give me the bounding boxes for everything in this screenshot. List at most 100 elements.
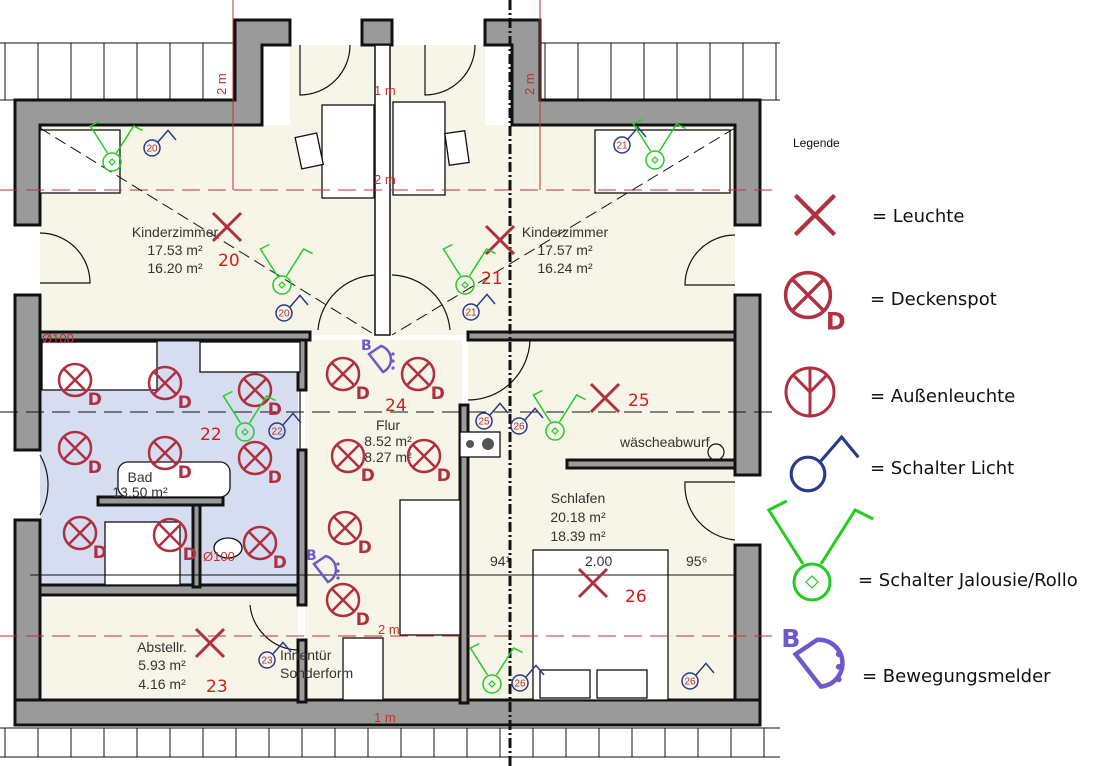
room-area: 5.93 m²	[138, 657, 186, 673]
switch-number: 25	[478, 417, 490, 428]
deckenspot-icon: D	[147, 365, 192, 413]
spot-letter: D	[268, 400, 282, 420]
switch-number: 20	[146, 144, 158, 155]
spot-letter: D	[88, 390, 102, 410]
room-kinderzimmer-right: Kinderzimmer 17.57 m² 16.24 m²	[522, 224, 609, 276]
pipe-label: Ø100	[203, 549, 235, 564]
schalter-licht-icon: 20	[275, 294, 309, 322]
dimension-label: 95⁶	[686, 553, 707, 569]
switch-number: 21	[616, 141, 628, 152]
schalter-jalousie-icon	[766, 499, 874, 602]
sonderform-label: Sonderform	[280, 665, 353, 681]
circuit-number: 23	[206, 677, 228, 697]
deckenspot-icon: D	[57, 430, 102, 478]
room-name: Abstellr.	[137, 639, 187, 655]
schalter-jalousie-icon	[532, 389, 586, 441]
schalter-licht-icon: 25	[475, 402, 509, 430]
leuchte-icon	[194, 627, 226, 659]
room-area: 8.52 m²	[364, 433, 412, 449]
room-schlafen: Schlafen 20.18 m² 18.39 m²	[550, 490, 606, 544]
dimension-label: 2 m	[374, 172, 396, 187]
schalter-licht-icon: 21	[462, 293, 496, 321]
room-name: Flur	[376, 417, 400, 433]
switch-number: 20	[278, 309, 290, 320]
deckenspot-icon: D	[325, 356, 370, 404]
schalter-licht-icon: 23	[258, 641, 292, 669]
schalter-jalousie-icon	[222, 390, 276, 442]
circuit-number: 22	[200, 425, 222, 445]
switch-number: 26	[514, 679, 526, 690]
room-bad: Bad 13.50 m²	[112, 469, 168, 500]
deckenspot-icon: D	[62, 515, 107, 563]
deckenspot-icon: D	[237, 440, 282, 488]
spot-letter: D	[183, 545, 197, 565]
room-area-net: 18.39 m²	[550, 528, 606, 544]
room-area-net: 16.24 m²	[537, 260, 593, 276]
room-area-net: 8.27 m²	[364, 449, 412, 465]
waescheabwurf-label: wäscheabwurf	[619, 434, 710, 450]
leuchte-icon	[589, 382, 621, 414]
dimension-label: 94¹	[490, 553, 511, 569]
switch-number: 22	[271, 427, 283, 438]
legend-icons: DB	[766, 193, 874, 689]
legend-label: = Schalter Licht	[870, 458, 1014, 479]
switch-number: 23	[261, 656, 273, 667]
schalter-licht-icon: 20	[143, 129, 177, 157]
schalter-jalousie-icon	[632, 118, 686, 170]
deckenspot-icon: D	[152, 517, 197, 565]
spot-letter: D	[356, 384, 370, 404]
spot-letter: D	[826, 308, 846, 336]
leuchte-icon	[211, 211, 243, 243]
deckenspot-icon: D	[783, 270, 846, 336]
bewegungsmelder-icon: B	[361, 338, 395, 374]
room-area: 17.53 m²	[147, 242, 203, 258]
switch-number: 26	[684, 677, 696, 688]
room-area-net: 16.20 m²	[147, 260, 203, 276]
legend-label: = Außenleuchte	[870, 386, 1015, 407]
rafter-lines	[4, 43, 777, 757]
motion-letter: B	[361, 338, 372, 354]
spot-letter: D	[178, 393, 192, 413]
schalter-licht-icon: 26	[511, 664, 545, 692]
schalter-jalousie-icon	[259, 243, 313, 295]
room-name: Bad	[128, 469, 153, 485]
aussenleuchte-icon	[784, 366, 836, 418]
room-area: 13.50 m²	[112, 484, 168, 500]
spot-letter: D	[361, 466, 375, 486]
legend-title: Legende	[793, 136, 840, 150]
deckenspot-icon: D	[400, 356, 445, 404]
spot-letter: D	[93, 543, 107, 563]
switch-number: 21	[465, 308, 477, 319]
room-kinderzimmer-left: Kinderzimmer 17.53 m² 16.20 m²	[132, 224, 219, 276]
circuit-numbers: 20 21 22 23 24 25 26	[200, 251, 650, 697]
leuchte-icon	[484, 224, 516, 256]
spot-letter: D	[356, 610, 370, 630]
circuit-number: 26	[625, 587, 647, 607]
circuit-number: 20	[218, 251, 240, 271]
motion-letter: B	[781, 624, 800, 653]
deckenspot-icon: D	[327, 510, 372, 558]
room-area-net: 4.16 m²	[138, 676, 186, 692]
schalter-jalousie-icon	[442, 243, 496, 295]
pipe-label: Ø100	[42, 331, 74, 346]
leuchte-icon	[577, 567, 609, 599]
deckenspot-icon: D	[325, 582, 370, 630]
dimension-label: 2 m	[378, 622, 400, 637]
room-area: 17.57 m²	[537, 242, 593, 258]
room-name: Kinderzimmer	[522, 224, 609, 240]
legend-label: = Deckenspot	[870, 289, 997, 310]
dimension-label: 1 m	[374, 710, 396, 725]
schalter-licht-icon	[789, 434, 860, 493]
bewegungsmelder-icon: B	[306, 548, 340, 584]
room-area: 20.18 m²	[550, 509, 606, 525]
schalter-licht-icon: 26	[510, 407, 544, 435]
deckenspot-icon: D	[57, 362, 102, 410]
innentuer-label: Innentür	[280, 647, 332, 663]
furniture	[39, 101, 731, 701]
dimension-label: 1 m	[374, 83, 396, 98]
deckenspot-icon: D	[406, 438, 451, 486]
room-name: Kinderzimmer	[132, 224, 219, 240]
legend-label: = Leuchte	[872, 206, 964, 227]
spot-letter: D	[273, 553, 287, 573]
